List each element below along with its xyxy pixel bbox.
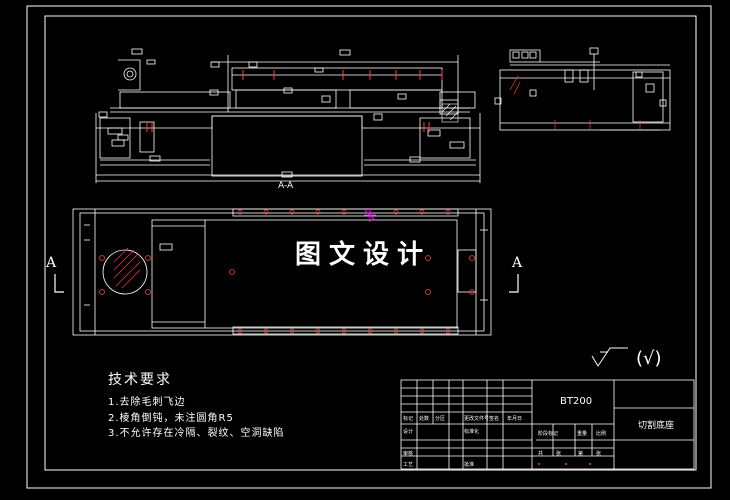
part-name: 切割底座 — [638, 421, 675, 431]
tb-label-standard: 标准化 — [464, 429, 480, 435]
roughness-note: (√) — [636, 348, 662, 369]
technical-requirements-title: 技术要求 — [108, 372, 172, 388]
title-block-grid — [400, 379, 695, 470]
tb-label-stage: 阶段标记 — [538, 431, 559, 437]
plan-marker — [364, 208, 376, 222]
tb-label-date: 年月日 — [507, 416, 523, 422]
model-number: BT200 — [560, 396, 593, 407]
tb-label-sign: 签名 — [489, 416, 500, 422]
tb-label-no: 第 — [578, 451, 584, 457]
plan-hatch — [113, 247, 141, 289]
section-view — [95, 48, 481, 183]
tb-label-sheets: 张 — [556, 451, 562, 457]
tb-label-weight: 重量 — [577, 431, 588, 437]
roughness-symbol — [591, 347, 628, 367]
view-arrows — [54, 274, 519, 293]
tb-label-review: 审核 — [403, 451, 414, 457]
watermark: 图文设计 — [295, 240, 432, 270]
tb-label-scale: 比例 — [596, 431, 607, 437]
plan-bolt-holes — [99, 209, 475, 334]
technical-requirement-3: 3.不允许存在冷隔、裂纹、空洞缺陷 — [108, 428, 285, 439]
tb-label-approve: 批准 — [464, 462, 475, 468]
tb-label-process: 工艺 — [403, 462, 414, 468]
title-block-dots — [538, 463, 591, 465]
tb-label-design: 设计 — [403, 429, 414, 435]
tb-label-change-doc: 更改文件号 — [464, 416, 490, 422]
plan-view — [72, 208, 492, 336]
tb-label-mark: 标记 — [403, 416, 414, 422]
section-hatch — [441, 103, 459, 123]
tb-label-count: 处数 — [419, 416, 430, 422]
side-view — [494, 47, 671, 131]
tb-label-zone: 分区 — [435, 416, 446, 422]
view-marker-right: A — [512, 255, 523, 271]
technical-requirement-1: 1.去除毛刺飞边 — [108, 397, 186, 408]
outer-frame — [26, 5, 712, 489]
view-marker-left: A — [46, 255, 57, 271]
inner-frame — [44, 15, 697, 471]
section-label: A-A — [278, 181, 294, 191]
side-hatch — [509, 75, 641, 130]
section-bolt-lines — [146, 70, 443, 132]
technical-requirement-2: 2.棱角倒钝，未注圆角R5 — [108, 413, 234, 424]
tb-label-total: 共 — [538, 451, 544, 457]
tb-label-sheet: 张 — [596, 451, 602, 457]
